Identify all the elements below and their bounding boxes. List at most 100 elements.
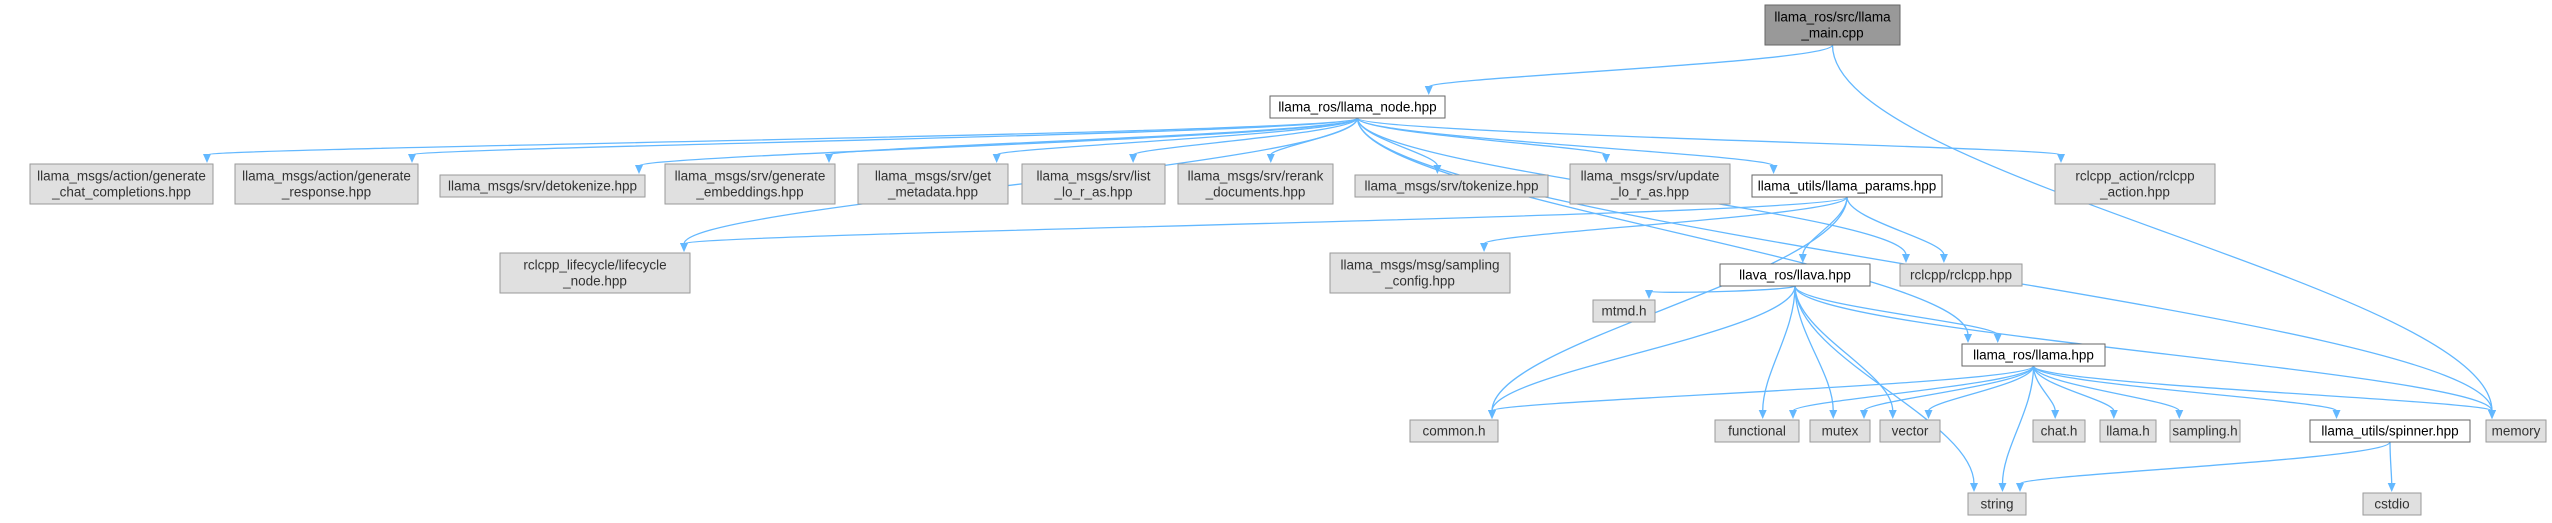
arrowhead-node-to-meta — [992, 154, 1001, 163]
node-llama[interactable]: llama_ros/llama.hpp — [1961, 343, 2106, 367]
node-tok: llama_msgs/srv/tokenize.hpp — [1354, 174, 1549, 198]
arrowhead-node-to-llama — [1964, 334, 1972, 343]
node-params[interactable]: llama_utils/llama_params.hpp — [1751, 174, 1943, 198]
node-box-main — [1764, 4, 1901, 46]
edge-node-to-upd — [1356, 117, 1607, 156]
node-box-functional — [1714, 419, 1800, 443]
node-label-sampling: sampling.h — [2172, 424, 2237, 439]
node-box-llamah — [2099, 419, 2157, 443]
node-label-gr: _response.hpp — [281, 185, 371, 200]
node-label-sampcfg: llama_msgs/msg/sampling — [1340, 258, 1499, 273]
node-label-lifecycle: rclcpp_lifecycle/lifecycle — [523, 258, 666, 273]
node-label-gr: llama_msgs/action/generate — [242, 169, 411, 184]
edge-node-to-llama — [1356, 117, 1969, 336]
node-rclcpp: rclcpp/rclcpp.hpp — [1899, 263, 2023, 287]
node-label-llava: llava_ros/llava.hpp — [1739, 268, 1851, 283]
edge-node-to-list — [1132, 117, 1359, 156]
arrowhead-main-to-node — [1424, 86, 1433, 95]
node-box-sampling — [2169, 419, 2241, 443]
arrowhead-params-to-sampcfg — [1480, 243, 1489, 252]
edge-main-to-node — [1428, 44, 1834, 88]
edge-llama-to-memory — [2032, 365, 2493, 412]
arrowhead-llama-to-sampling — [2175, 410, 2184, 419]
node-label-node: llama_ros/llama_node.hpp — [1278, 100, 1436, 115]
edge-spinner-to-string — [2019, 441, 2391, 485]
arrowhead-params-to-llava — [1798, 254, 1807, 263]
arrowhead-node-to-gcc — [203, 154, 211, 163]
edge-node-to-action — [1356, 117, 2062, 156]
node-box-llava — [1719, 263, 1871, 287]
edge-params-to-rclcpp — [1846, 196, 1945, 256]
arrowhead-llava-to-mtmd — [1645, 290, 1653, 299]
node-label-llamah: llama.h — [2106, 424, 2150, 439]
node-label-tok: llama_msgs/srv/tokenize.hpp — [1364, 179, 1538, 194]
edge-llama-to-sampling — [2032, 365, 2180, 412]
node-cstdio: cstdio — [2362, 492, 2422, 516]
arrowhead-node-to-rerank — [1266, 154, 1275, 163]
node-main[interactable]: llama_ros/src/llama_main.cpp — [1764, 4, 1901, 46]
node-spinner[interactable]: llama_utils/spinner.hpp — [2309, 419, 2471, 443]
edge-llama-to-common — [1491, 365, 2035, 412]
node-label-spinner: llama_utils/spinner.hpp — [2321, 424, 2458, 439]
node-label-common: common.h — [1422, 424, 1485, 439]
edge-llava-to-mtmd — [1648, 285, 1796, 293]
node-box-mutex — [1809, 419, 1871, 443]
node-gr: llama_msgs/action/generate_response.hpp — [234, 163, 419, 205]
node-box-sampcfg — [1329, 252, 1511, 294]
arrowhead-node-to-action — [2057, 154, 2065, 163]
node-gcc: llama_msgs/action/generate_chat_completi… — [29, 163, 214, 205]
edge-llama-to-mutex — [1863, 365, 2035, 412]
node-label-params: llama_utils/llama_params.hpp — [1758, 179, 1937, 194]
node-label-cstdio: cstdio — [2374, 497, 2409, 512]
node-label-upd: llama_msgs/srv/update — [1581, 169, 1720, 184]
node-box-gr — [234, 163, 419, 205]
edge-llama-to-llamah — [2032, 365, 2115, 412]
arrowhead-spinner-to-cstdio — [2387, 483, 2396, 492]
node-box-rclcpp — [1899, 263, 2023, 287]
node-box-tok — [1354, 174, 1549, 198]
node-box-common — [1409, 419, 1499, 443]
edge-llava-to-memory — [1794, 285, 2493, 412]
node-llava[interactable]: llava_ros/llava.hpp — [1719, 263, 1871, 287]
node-sampling: sampling.h — [2169, 419, 2241, 443]
arrowhead-llava-to-vector — [1888, 410, 1897, 419]
arrowhead-llama-to-llamah — [2109, 410, 2118, 419]
node-label-meta: llama_msgs/srv/get — [875, 169, 992, 184]
node-box-mtmd — [1592, 299, 1656, 323]
node-label-list: _lo_r_as.hpp — [1053, 185, 1132, 200]
node-label-vector: vector — [1892, 424, 1929, 439]
node-box-node — [1269, 95, 1446, 119]
edge-llava-to-vector — [1794, 285, 1894, 412]
node-string: string — [1967, 492, 2027, 516]
node-box-llama — [1961, 343, 2106, 367]
node-box-list — [1021, 163, 1166, 205]
arrowhead-llava-to-mutex — [1829, 410, 1838, 419]
arrowhead-llama-to-common — [1488, 410, 1496, 419]
node-box-chat — [2032, 419, 2086, 443]
node-mtmd: mtmd.h — [1592, 299, 1656, 323]
node-emb: llama_msgs/srv/generate_embeddings.hpp — [664, 163, 836, 205]
edge-llama-to-spinner — [2032, 365, 2338, 412]
edge-node-to-meta — [996, 117, 1359, 156]
node-node[interactable]: llama_ros/llama_node.hpp — [1269, 95, 1446, 119]
node-box-params — [1751, 174, 1943, 198]
arrowhead-node-to-upd — [1602, 154, 1611, 163]
edge-params-to-sampcfg — [1483, 196, 1848, 245]
node-label-main: llama_ros/src/llama — [1774, 10, 1891, 25]
node-box-cstdio — [2362, 492, 2422, 516]
node-box-spinner — [2309, 419, 2471, 443]
node-box-emb — [664, 163, 836, 205]
node-lifecycle: rclcpp_lifecycle/lifecycle_node.hpp — [499, 252, 691, 294]
node-label-upd: _lo_r_as.hpp — [1610, 185, 1689, 200]
node-label-emb: _embeddings.hpp — [695, 185, 803, 200]
arrowhead-node-to-rclcpp — [1902, 254, 1910, 263]
node-label-llama: llama_ros/llama.hpp — [1973, 348, 2094, 363]
edge-llama-to-functional — [1792, 365, 2035, 412]
node-detok: llama_msgs/srv/detokenize.hpp — [439, 174, 646, 198]
node-chat: chat.h — [2032, 419, 2086, 443]
node-rerank: llama_msgs/srv/rerank_documents.hpp — [1177, 163, 1334, 205]
arrowhead-llama-to-vector — [1924, 410, 1933, 419]
node-label-memory: memory — [2492, 424, 2541, 439]
node-sampcfg: llama_msgs/msg/sampling_config.hpp — [1329, 252, 1511, 294]
